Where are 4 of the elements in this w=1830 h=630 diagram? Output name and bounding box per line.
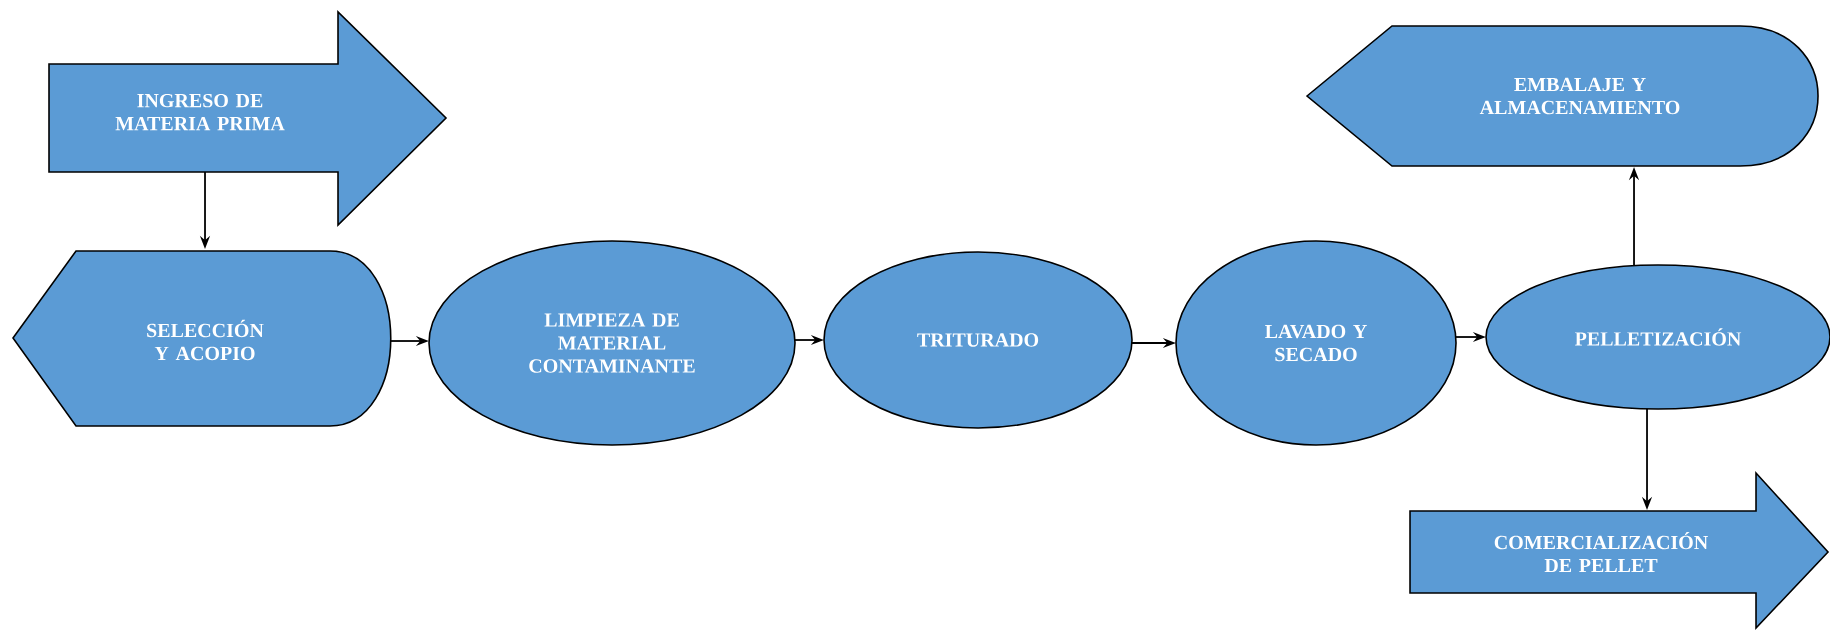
arrow-shape-box: COMERCIALIZACIÓN DE PELLET xyxy=(1409,470,1830,630)
display-shape-box: EMBALAJE Y ALMACENAMIENTO xyxy=(1306,25,1819,167)
display-shape-box: SELECCIÓN Y ACOPIO xyxy=(12,250,392,427)
arrow-shape-box: INGRESO DE MATERIA PRIMA xyxy=(48,10,448,227)
